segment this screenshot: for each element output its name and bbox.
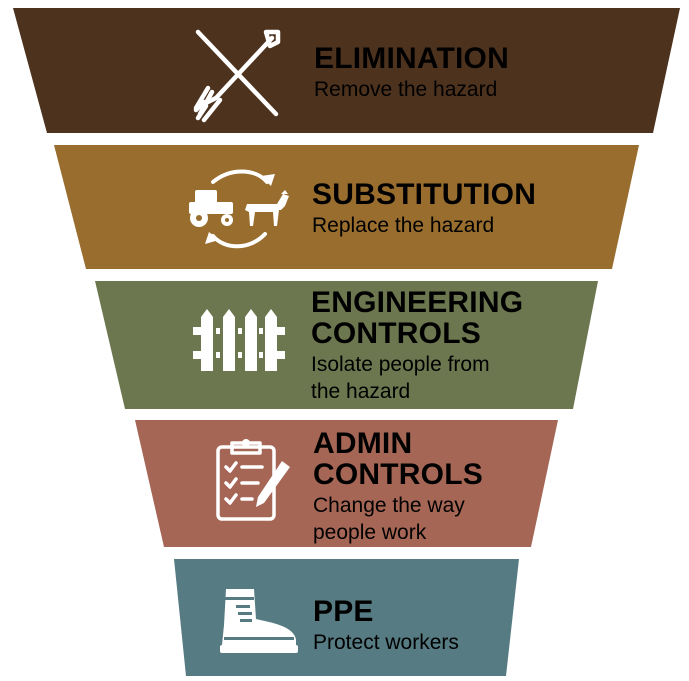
tier-elimination-text: ELIMINATION Remove the hazard [314,43,509,103]
tier-substitution-subtitle: Replace the hazard [312,214,495,237]
tier-engineering-text: ENGINEERING CONTROLS Isolate people from… [311,287,523,405]
fence-icon [193,309,285,371]
tier-admin-title: ADMIN CONTROLS [313,427,483,491]
tier-elimination-title: ELIMINATION [314,42,509,75]
safety-boot-icon [220,589,298,653]
clipboard-checklist-icon [216,439,290,521]
tier-elimination-subtitle: Remove the hazard [314,78,498,101]
tier-admin-subtitle: Change the way people work [313,494,465,544]
crossed-pitchfork-shovel-icon [193,29,281,123]
tier-ppe-subtitle: Protect workers [313,631,459,654]
tier-engineering-title: ENGINEERING CONTROLS [311,286,524,350]
tractor-horse-swap-icon [189,169,289,249]
tier-engineering-subtitle: Isolate people from the hazard [311,353,490,403]
tier-substitution-title: SUBSTITUTION [312,178,537,211]
tier-ppe-title: PPE [313,595,374,628]
tier-admin-text: ADMIN CONTROLS Change the way people wor… [313,428,483,546]
tier-substitution-text: SUBSTITUTION Replace the hazard [312,179,536,239]
tier-ppe-text: PPE Protect workers [313,596,459,656]
